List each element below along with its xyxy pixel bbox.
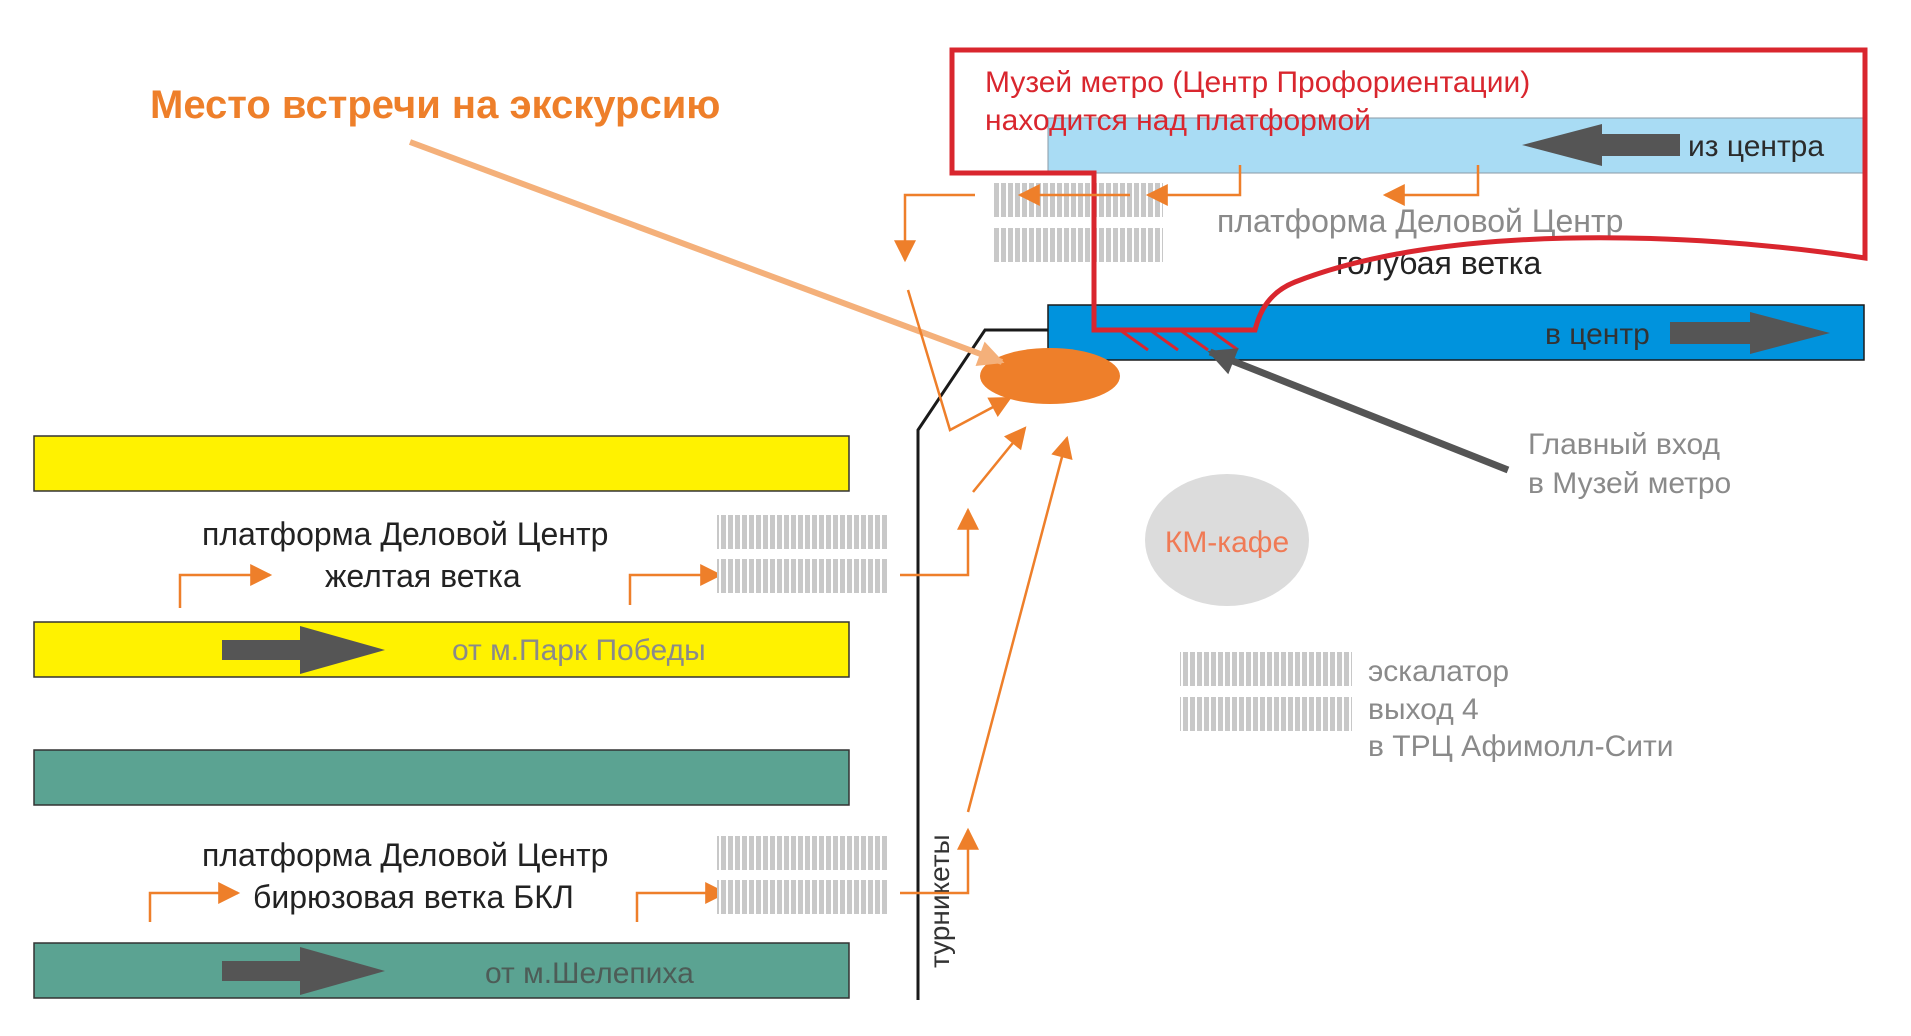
turquoise-platform-label: платформа Деловой Центр [202, 837, 608, 873]
arrow-right-icon [1670, 312, 1830, 354]
main-entrance-arrow [1207, 348, 1510, 474]
blue-from-center-label: из центра [1688, 130, 1824, 163]
escalator-exit-1 [1180, 652, 1352, 686]
main-entrance-label-2: в Музей метро [1528, 467, 1731, 500]
museum-outline [949, 47, 1868, 333]
escalator-blue-1 [993, 183, 1163, 217]
escalator-yellow-1 [717, 515, 889, 549]
cafe-area [1145, 474, 1309, 606]
blue-to-center-label: в центр [1545, 318, 1650, 351]
mall-label: в ТРЦ Афимолл-Сити [1368, 730, 1674, 763]
escalator-yellow-2 [717, 559, 889, 593]
cafe-label: КМ-кафе [1165, 526, 1289, 559]
blue-platform-label: платформа Деловой Центр [1217, 203, 1623, 239]
turquoise-track-upper [33, 749, 850, 806]
arrow-right-icon [222, 626, 385, 674]
blue-track-from-center [1047, 117, 1865, 174]
blue-branch-label: голубая ветка [1336, 245, 1541, 281]
yellow-track-lower [33, 621, 850, 678]
turnstiles-label: турникеты [924, 834, 955, 968]
museum-title: Музей метро (Центр Профориентации) [985, 66, 1530, 99]
meeting-pointer-arrow [408, 139, 1005, 367]
turnstile-wall [916, 328, 1048, 1000]
turquoise-branch-label: бирюзовая ветка БКЛ [253, 879, 574, 915]
meeting-point [980, 348, 1120, 404]
entrance-hatch [1119, 328, 1239, 352]
turquoise-track-lower [33, 942, 850, 999]
yellow-track-upper [33, 435, 850, 492]
yellow-track-label: от м.Парк Победы [452, 634, 706, 667]
museum-subtitle: находится над платформой [985, 104, 1371, 137]
flow-arrows [148, 165, 1480, 922]
escalator-turquoise-1 [717, 836, 889, 870]
escalator-exit-2 [1180, 697, 1352, 731]
escalator-label: эскалатор [1368, 655, 1509, 688]
main-entrance-label-1: Главный вход [1528, 428, 1720, 461]
turquoise-track-label: от м.Шелепиха [485, 957, 694, 990]
exit-label: выход 4 [1368, 693, 1479, 726]
yellow-platform-label: платформа Деловой Центр [202, 516, 608, 552]
arrow-right-icon [222, 947, 385, 995]
escalator-turquoise-2 [717, 880, 889, 914]
arrow-left-icon [1522, 124, 1680, 166]
escalator-blue-2 [993, 228, 1163, 262]
meeting-label: Место встречи на экскурсию [150, 83, 720, 127]
yellow-branch-label: желтая ветка [325, 558, 521, 594]
